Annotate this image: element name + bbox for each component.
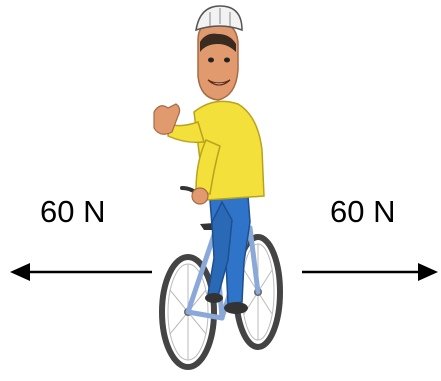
- helmet-icon: [195, 5, 243, 32]
- rider-torso: [167, 100, 265, 201]
- rider-legs: [205, 195, 251, 314]
- left-force-label: 60 N: [40, 194, 106, 229]
- cyclist-icon: [153, 5, 283, 370]
- rider-head: [197, 21, 239, 101]
- right-force-arrow: [302, 263, 438, 281]
- right-force-label: 60 N: [330, 194, 396, 229]
- rider-hands: [153, 103, 209, 205]
- left-force-arrow: [10, 263, 152, 281]
